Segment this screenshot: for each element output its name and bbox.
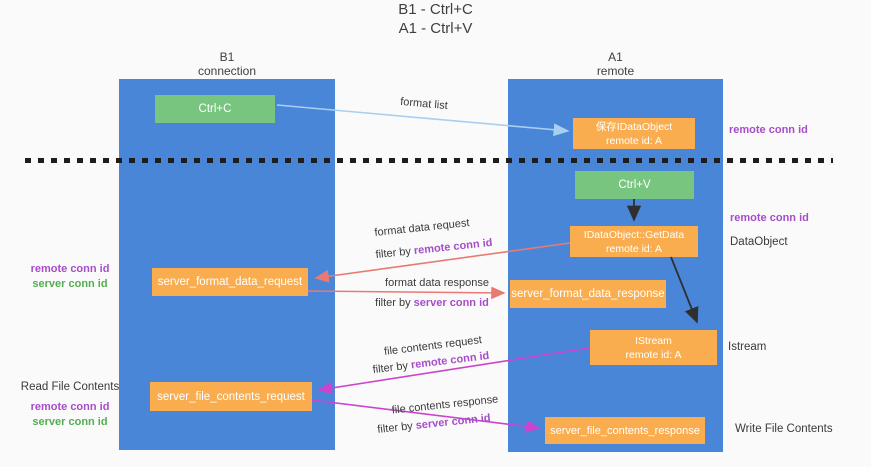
filter-by-text-2: filter by (375, 297, 414, 309)
diagram-title: B1 - Ctrl+C A1 - Ctrl+V (0, 0, 871, 38)
left-note-format-server-conn-id: server conn id (32, 278, 108, 290)
server-file-contents-response-label: server_file_contents_response (550, 424, 700, 437)
arrow-format-data-response (307, 286, 506, 300)
format-data-request-label: format data request (373, 217, 471, 239)
getdata-box: IDataObject::GetData remote id: A (570, 226, 698, 257)
istream-title: IStream (635, 334, 672, 347)
ctrl-c-box: Ctrl+C (155, 95, 275, 123)
left-note-file-server-conn-id: server conn id (32, 416, 108, 428)
read-file-contents-label: Read File Contents (20, 381, 120, 393)
ctrl-c-label: Ctrl+C (198, 103, 232, 115)
server-file-contents-request-label: server_file_contents_request (157, 390, 305, 403)
copy-paste-phase-separator (25, 158, 833, 163)
server-conn-id-filter-1: server conn id (413, 297, 489, 309)
left-note-format-remote-conn-id: remote conn id (30, 263, 110, 275)
remote-conn-id-filter-1: remote conn id (413, 236, 493, 258)
ctrl-v-box: Ctrl+V (575, 171, 694, 199)
server-file-contents-response-box: server_file_contents_response (545, 417, 705, 444)
server-format-data-response-label: server_format_data_response (511, 288, 665, 300)
ctrl-v-label: Ctrl+V (618, 179, 651, 191)
getdata-subtitle: remote id: A (605, 242, 663, 255)
server-format-data-request-box: server_format_data_request (152, 268, 308, 296)
write-file-contents-label: Write File Contents (735, 423, 833, 435)
format-data-response-label: format data response (385, 277, 489, 289)
dataobject-label: DataObject (730, 236, 788, 248)
server-file-contents-request-box: server_file_contents_request (150, 382, 312, 411)
server-conn-id-filter-2: server conn id (415, 412, 492, 432)
title-line-1: B1 - Ctrl+C (398, 1, 473, 18)
filter-by-text-3: filter by (372, 359, 412, 377)
filter-by-text-1: filter by (375, 245, 415, 262)
lane-header-a1: A1 remote (508, 50, 723, 78)
save-dataobject-box: 保存IDataObject remote id: A (573, 118, 695, 149)
istream-side-label: Istream (728, 341, 767, 353)
lane-b1-name: B1 (219, 50, 235, 64)
getdata-title: IDataObject::GetData (583, 228, 685, 241)
save-dataobject-title: 保存IDataObject (595, 120, 673, 133)
lane-a1-name: A1 (608, 50, 623, 64)
server-format-data-request-label: server_format_data_request (157, 276, 303, 288)
server-format-data-response-box: server_format_data_response (510, 280, 666, 308)
save-dataobject-subtitle: remote id: A (605, 134, 663, 147)
istream-box: IStream remote id: A (590, 330, 717, 365)
istream-subtitle: remote id: A (625, 348, 682, 361)
filter-by-text-4: filter by (376, 419, 417, 436)
right-note-clipboard-remote-conn-id: remote conn id (729, 124, 808, 136)
right-note-paste-remote-conn-id: remote conn id (730, 212, 809, 224)
title-line-2: A1 - Ctrl+V (398, 20, 473, 37)
lane-b1-role: connection (197, 64, 257, 78)
format-data-request-filter-label: filter by remote conn id (359, 235, 509, 263)
format-data-response-filter-label: filter by server conn id (352, 297, 512, 309)
format-list-label: format list (399, 95, 449, 113)
lane-header-b1: B1 connection (119, 50, 335, 78)
left-note-file-remote-conn-id: remote conn id (30, 401, 110, 413)
lane-a1-role: remote (596, 64, 635, 78)
